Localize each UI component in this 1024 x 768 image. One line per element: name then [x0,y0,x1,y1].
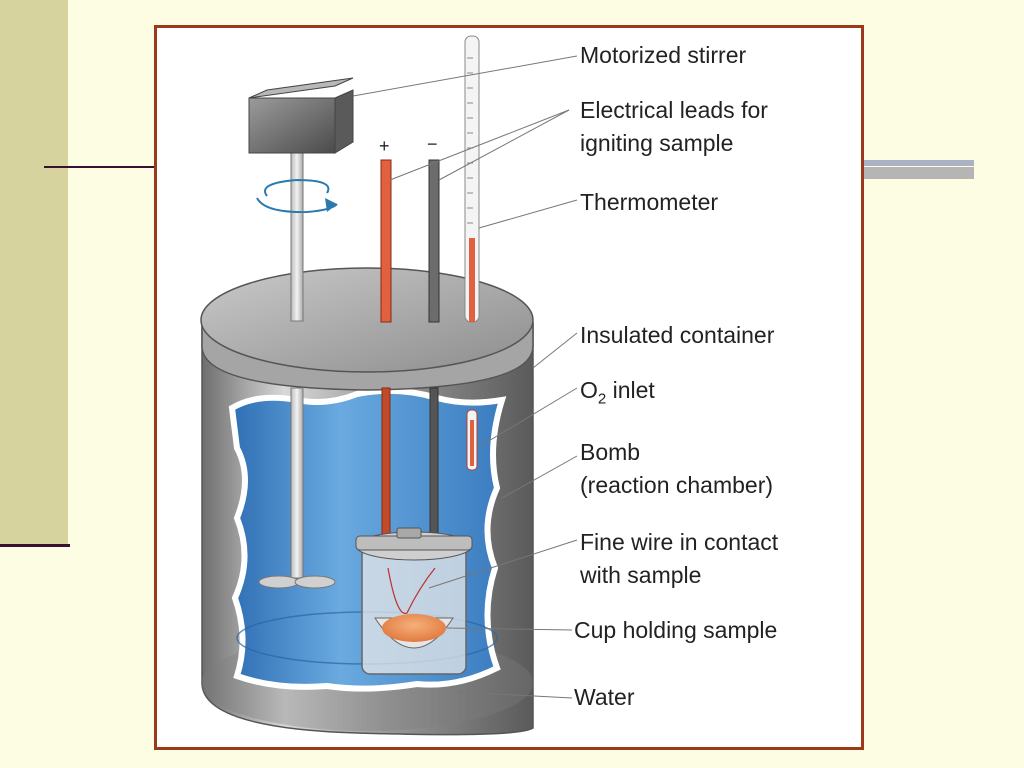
label-electrical-leads-line1: Electrical leads for [580,97,768,123]
o2-symbol: O [580,377,598,403]
label-bomb-line1: Bomb [580,439,641,465]
title-rule-left [44,166,156,168]
stirrer-assembly [258,145,336,589]
o2-subscript: 2 [597,390,607,408]
label-o2-inlet: O2 inlet [580,376,655,414]
label-fine-wire-line2: with sample [580,562,702,588]
label-motorized-stirrer: Motorized stirrer [580,42,747,68]
rotation-arrow-icon [256,178,338,214]
o2-inlet-text: inlet [606,377,655,403]
container-lid [200,267,534,391]
motor-box [248,77,354,154]
label-bomb-line2: (reaction chamber) [580,472,774,498]
side-panel [0,0,68,546]
title-rule-right [862,160,974,166]
calorimeter-diagram-frame: + − Motorized stirrer Electrical leads f… [154,25,864,750]
title-rule-right-shadow [862,167,974,179]
plus-sign: + [379,136,390,156]
label-fine-wire-line1: Fine wire in contact [580,529,779,555]
label-insulated-container: Insulated container [580,322,775,348]
thermometer-illustration [464,35,480,471]
calorimeter-illustration [200,35,578,736]
label-thermometer: Thermometer [580,189,719,215]
label-cup-holding-sample: Cup holding sample [574,617,778,643]
label-electrical-leads-line2: igniting sample [580,130,734,156]
side-underline [0,544,70,547]
label-water: Water [574,684,635,710]
bomb-reaction-chamber [355,527,473,675]
leader-lines [352,55,578,699]
minus-sign: − [427,134,438,154]
